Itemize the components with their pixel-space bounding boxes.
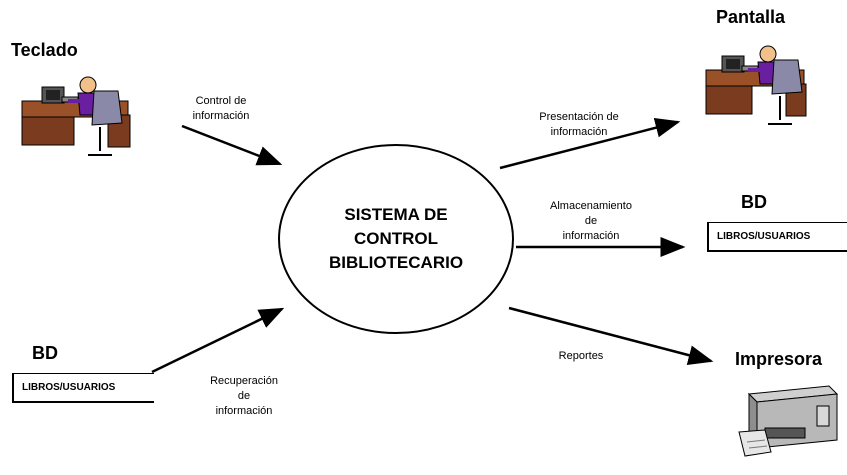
flow-control-line1: Control de [195,95,247,107]
datastore-out: LIBROS/USUARIOS [707,222,847,252]
flow-presentation-label: Presentación de información [524,110,634,140]
flow-retrieval-line3: información [215,405,273,417]
flow-retrieval-line1: Recuperación [210,375,278,387]
workstation-icon-left [21,76,131,156]
flow-storage-label: Almacenamiento de información [536,199,646,244]
process-title-line3: BIBLIOTECARIO [328,253,464,272]
entity-keyboard-label: Teclado [11,40,78,60]
flow-storage-line3: información [562,230,620,242]
process-title-line1: SISTEMA DE [344,205,448,224]
process-ellipse [278,144,514,334]
datastore-out-tag: BD [741,192,767,212]
process-title-line2: CONTROL [353,229,439,248]
flow-storage-line2: de [584,215,598,227]
entity-printer-label: Impresora [735,349,823,369]
flow-retrieval-line2: de [237,390,251,402]
flow-storage-line1: Almacenamiento [550,200,632,212]
flow-presentation-line1: Presentación de [539,111,619,123]
workstation-icon-right [705,45,807,125]
flow-reports-label: Reportes [558,350,604,362]
flow-presentation-line2: información [550,126,608,138]
arrow-reports [508,306,714,365]
process-title: SISTEMA DE CONTROL BIBLIOTECARIO [300,203,492,275]
arrow-control [181,124,283,166]
flow-control-label: Control de información [176,94,266,124]
flow-control-line2: información [192,110,250,122]
entity-screen-label: Pantalla [716,7,786,27]
arrow-retrieval [151,307,285,374]
datastore-in: LIBROS/USUARIOS [12,373,154,403]
datastore-in-tag: BD [32,343,58,363]
arrow-presentation [499,117,681,170]
flow-retrieval-label: Recuperación de información [196,374,292,419]
printer-icon [738,385,839,457]
